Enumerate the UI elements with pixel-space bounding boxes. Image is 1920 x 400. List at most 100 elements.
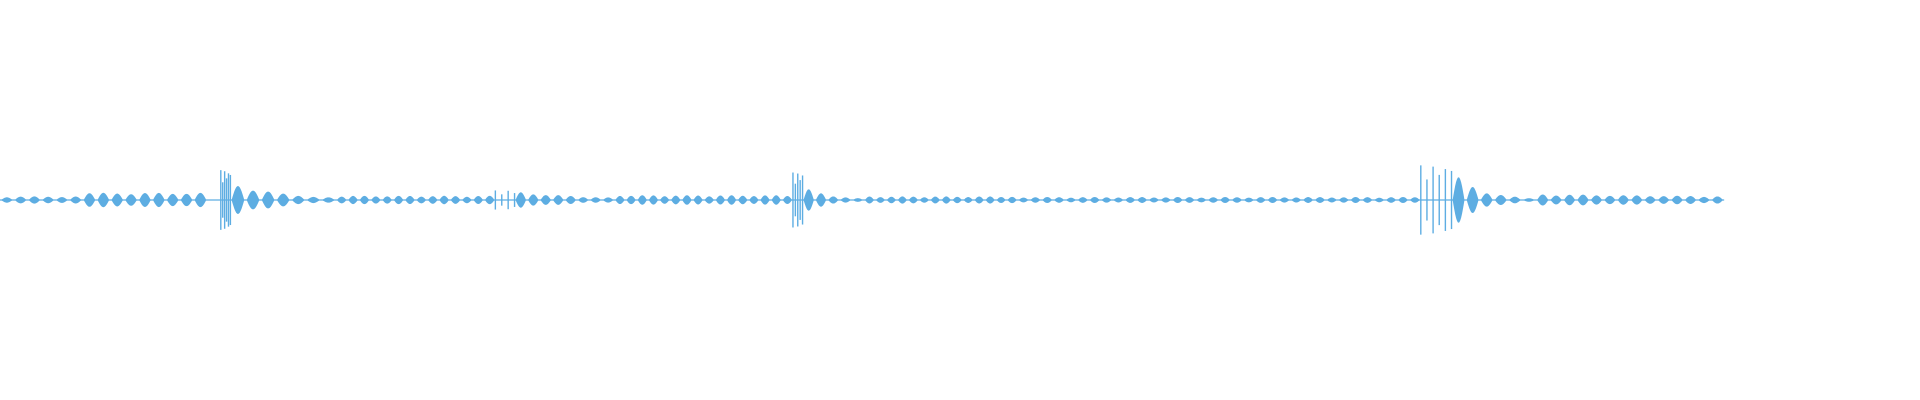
waveform-lobe — [1054, 197, 1065, 203]
waveform-lobe — [553, 195, 564, 205]
waveform-lobe — [1184, 197, 1195, 203]
waveform-lobe — [276, 193, 290, 207]
waveform-lobe — [1030, 197, 1041, 203]
waveform-lobe — [484, 195, 495, 205]
waveform-lobe — [139, 193, 151, 207]
waveform-lobe — [897, 196, 908, 204]
waveform-lobe — [749, 196, 759, 204]
waveform-lobe — [1160, 197, 1171, 203]
waveform-lobe — [659, 196, 670, 204]
waveform-lobe — [1684, 196, 1697, 204]
waveform-lobe — [760, 195, 770, 205]
waveform-lobe — [1338, 197, 1349, 203]
waveform-lobe — [528, 194, 539, 206]
waveform-lobe — [1196, 197, 1207, 203]
waveform-segment — [1, 196, 82, 204]
waveform-lobe — [322, 197, 335, 203]
waveform-lobe — [336, 196, 347, 204]
waveform-lobe — [963, 197, 973, 203]
waveform-segment — [1018, 197, 1420, 203]
waveform-lobe — [1617, 195, 1629, 205]
waveform-lobe — [952, 196, 962, 204]
waveform-segment — [792, 172, 804, 228]
waveform-lobe — [307, 196, 320, 204]
waveform-lobe — [1303, 197, 1314, 203]
waveform-lobe — [194, 192, 207, 208]
waveform-lobe — [359, 195, 370, 205]
waveform-lobe — [153, 192, 165, 208]
waveform-lobe — [382, 196, 392, 204]
waveform-segment — [803, 189, 864, 211]
waveform-segment — [615, 195, 793, 205]
waveform-lobe — [1409, 197, 1420, 203]
waveform-lobe — [840, 197, 851, 203]
waveform-lobe — [462, 196, 472, 204]
waveform-lobe — [348, 195, 358, 205]
waveform-lobe — [1537, 194, 1549, 206]
waveform-lobe — [738, 195, 748, 205]
waveform-lobe — [919, 197, 929, 203]
waveform-lobe — [1631, 195, 1643, 205]
waveform-lobe — [1149, 197, 1159, 203]
waveform-lobe — [291, 195, 305, 205]
waveform-lobe — [1220, 197, 1231, 203]
waveform-lobe — [803, 189, 814, 211]
waveform-lobe — [974, 196, 984, 204]
waveform-lobe — [1326, 197, 1337, 203]
waveform-lobe — [1362, 197, 1373, 203]
waveform-lobe — [42, 196, 54, 204]
waveform-lobe — [371, 196, 381, 204]
waveform-segment — [515, 192, 614, 208]
waveform-lobe — [427, 196, 438, 204]
waveform-lobe — [1172, 197, 1183, 203]
waveform-lobe — [1279, 197, 1290, 203]
waveform-lobe — [83, 193, 96, 207]
waveform-lobe — [565, 196, 576, 204]
waveform-lobe — [231, 186, 245, 214]
waveform-lobe — [996, 197, 1006, 203]
waveform-lobe — [1563, 194, 1576, 206]
waveform-segment — [864, 196, 1017, 204]
waveform-lobe — [852, 198, 864, 202]
waveform-lobe — [1604, 195, 1616, 205]
waveform-segment — [494, 190, 516, 210]
waveform-lobe — [1508, 196, 1521, 204]
waveform-lobe — [671, 195, 681, 205]
waveform-lobe — [125, 194, 137, 206]
waveform-lobe — [1711, 196, 1724, 204]
waveform-lobe — [886, 196, 897, 204]
waveform-lobe — [1386, 197, 1397, 203]
waveform-lobe — [1698, 196, 1710, 204]
waveform-lobe — [1, 197, 13, 203]
waveform-lobe — [941, 196, 951, 204]
waveform-lobe — [1018, 197, 1029, 203]
waveform-segment — [1452, 177, 1535, 223]
waveform-lobe — [14, 196, 27, 204]
waveform-lobe — [439, 195, 449, 205]
waveform-lobe — [1590, 195, 1603, 205]
waveform-lobe — [1577, 194, 1589, 206]
waveform-segment — [231, 186, 335, 214]
waveform-lobe — [590, 197, 601, 203]
waveform-lobe — [602, 197, 614, 203]
waveform-segment — [83, 192, 207, 208]
waveform-lobe — [1644, 196, 1656, 204]
waveform-lobe — [815, 193, 827, 207]
waveform-lobe — [577, 197, 589, 203]
waveform-lobe — [1291, 197, 1302, 203]
waveform-lobe — [1255, 197, 1266, 203]
waveform-lobe — [28, 196, 41, 204]
waveform-lobe — [908, 196, 918, 204]
waveform-lobe — [1232, 197, 1242, 203]
waveform-lobe — [704, 196, 714, 204]
waveform-lobe — [166, 193, 179, 207]
waveform-lobe — [1077, 197, 1088, 203]
waveform-lobe — [637, 195, 647, 205]
waveform-lobe — [682, 195, 692, 205]
waveform-lobe — [416, 196, 427, 204]
waveform-segment — [1420, 165, 1453, 235]
waveform-lobe — [1267, 197, 1278, 203]
waveform-lobe — [111, 193, 124, 207]
